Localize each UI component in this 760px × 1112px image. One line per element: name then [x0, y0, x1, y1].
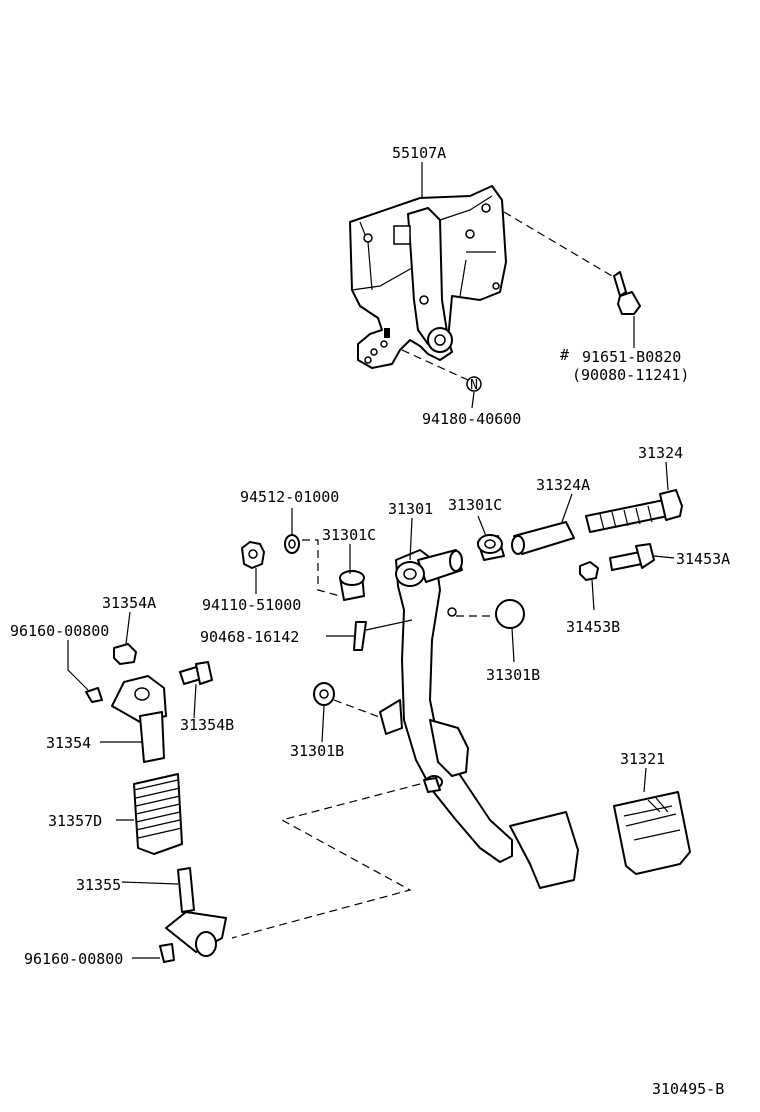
label-31357d: 31357D — [48, 812, 102, 830]
label-96160-00800-top: 96160-00800 — [10, 622, 109, 640]
rod-31354-part — [111, 675, 167, 763]
stopper-31301b-left-part — [313, 682, 383, 719]
brake-pedal-arm-part — [379, 549, 579, 889]
label-31324a: 31324A — [536, 476, 590, 494]
label-90080-11241: (90080-11241) — [572, 366, 689, 384]
nut-94110-part — [241, 541, 265, 569]
bushing-dashed-left — [302, 539, 341, 597]
label-31321: 31321 — [620, 750, 665, 768]
stopper-31301b-right-part — [456, 599, 525, 629]
label-94180-40600: 94180-40600 — [422, 410, 521, 428]
spring-31357d-part — [133, 773, 183, 855]
label-31301b-right: 31301B — [486, 666, 540, 684]
n-marker-text: N — [470, 378, 478, 393]
label-31301b-left: 31301B — [290, 742, 344, 760]
bracket-bolt-part — [613, 271, 641, 315]
collar-31324a-part — [511, 521, 575, 555]
label-31301: 31301 — [388, 500, 433, 518]
label-31453a: 31453A — [676, 550, 730, 568]
label-31301c-left: 31301C — [322, 526, 376, 544]
label-31301c-top: 31301C — [448, 496, 502, 514]
label-90468-16142: 90468-16142 — [200, 628, 299, 646]
spring-rod-dashed — [231, 783, 421, 939]
bushing-31301c-left-part — [339, 570, 365, 601]
nut-31354a-part — [113, 643, 137, 665]
label-31354: 31354 — [46, 734, 91, 752]
pedal-bracket-part — [349, 185, 507, 369]
label-31354a: 31354A — [102, 594, 156, 612]
bolt-leader-dashed — [503, 211, 613, 277]
label-hash-mark: # — [560, 346, 569, 364]
figure-code: 310495-B — [652, 1080, 724, 1098]
nut-31453b-part — [579, 561, 599, 581]
label-31355: 31355 — [76, 876, 121, 894]
pedal-pad-31321-part — [613, 791, 691, 875]
label-91651-b0820: 91651-B0820 — [582, 348, 681, 366]
bushing-31301c-top-part — [477, 534, 505, 561]
bolt-31354b-part — [179, 661, 213, 685]
bolt-31453a-part — [609, 543, 655, 571]
label-31453b: 31453B — [566, 618, 620, 636]
label-31324: 31324 — [638, 444, 683, 462]
label-94512-01000: 94512-01000 — [240, 488, 339, 506]
n-marker: N — [466, 376, 482, 393]
label-96160-00800-bottom: 96160-00800 — [24, 950, 123, 968]
clip-96160-top-part — [85, 687, 103, 703]
label-55107a: 55107A — [392, 144, 446, 162]
washer-94512-part — [284, 534, 300, 554]
bolt-31324-part — [585, 489, 683, 533]
label-31354b: 31354B — [180, 716, 234, 734]
pin-90468-part — [353, 619, 413, 651]
rod-31355-part — [165, 867, 227, 957]
label-94110-51000: 94110-51000 — [202, 596, 301, 614]
clip-96160-bottom-part — [159, 943, 175, 963]
